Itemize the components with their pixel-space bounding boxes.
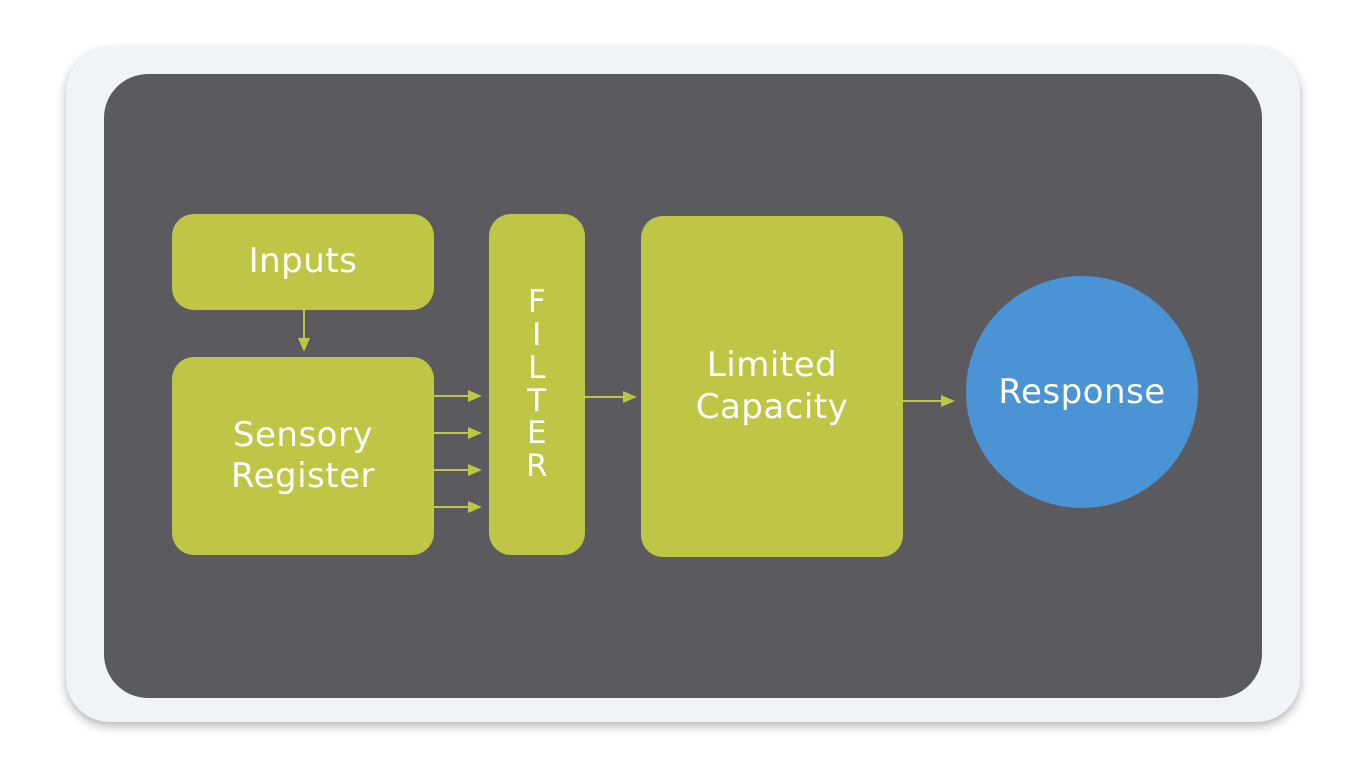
sensory-register-label-line-2: Register (231, 456, 375, 496)
filter-letter: L (528, 349, 546, 386)
sensory-register-label-line-1: Sensory (232, 414, 374, 455)
filter-node: F I L T E R (489, 214, 585, 555)
inputs-node: Inputs (172, 214, 434, 310)
limited-capacity-label-line-2: Capacity (695, 386, 849, 427)
response-node: Response (966, 276, 1198, 508)
sensory-register-node: Sensory Register (172, 357, 434, 555)
response-label: Response (998, 372, 1166, 412)
limited-capacity-node: Limited Capacity (641, 216, 903, 557)
filter-letter: F (527, 283, 547, 320)
limited-capacity-label-line-1: Limited (706, 345, 838, 386)
filter-letter: T (527, 382, 547, 419)
filter-letter: R (525, 448, 549, 485)
filter-letter: E (526, 415, 548, 452)
filter-letter: I (532, 316, 542, 353)
inputs-label: Inputs (248, 241, 358, 282)
